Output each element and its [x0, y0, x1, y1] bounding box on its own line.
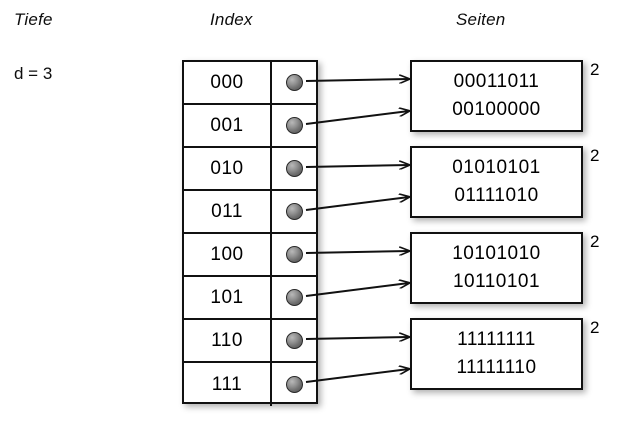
page-record: 10110101 — [452, 271, 541, 292]
index-pointer-cell[interactable] — [272, 62, 316, 103]
index-row[interactable]: 101 — [184, 277, 316, 320]
index-pointer-cell[interactable] — [272, 234, 316, 275]
pointer-dot-icon — [285, 160, 303, 177]
index-row[interactable]: 100 — [184, 234, 316, 277]
index-key-label: 010 — [184, 148, 272, 189]
page-local-depth: 2 — [590, 232, 600, 251]
index-pointer-cell[interactable] — [272, 320, 316, 361]
pointer-dot-icon — [285, 246, 303, 263]
pointer-dot-icon — [285, 289, 303, 306]
page-local-depth: 2 — [590, 60, 600, 79]
index-pointer-cell[interactable] — [272, 105, 316, 146]
pointer-arrow — [305, 337, 409, 339]
index-row[interactable]: 111 — [184, 363, 316, 406]
index-key-label: 101 — [184, 277, 272, 318]
data-page-box[interactable]: 00011011 00100000 — [410, 60, 583, 132]
page-local-depth: 2 — [590, 146, 600, 165]
data-page-box[interactable]: 10101010 10110101 — [410, 232, 583, 304]
pointer-arrow — [305, 369, 409, 383]
global-depth-label: d = 3 — [14, 64, 53, 83]
index-directory-table: 000 001 010 011 100 — [182, 60, 318, 406]
page-record: 00100000 — [452, 99, 541, 120]
index-key-label: 100 — [184, 234, 272, 275]
index-row[interactable]: 000 — [184, 62, 316, 105]
page-local-depth: 2 — [590, 318, 600, 337]
page-record: 11111110 — [456, 357, 537, 378]
pointer-arrow — [305, 197, 409, 211]
page-record: 10101010 — [452, 243, 541, 265]
index-row[interactable]: 010 — [184, 148, 316, 191]
index-row[interactable]: 011 — [184, 191, 316, 234]
data-page-box[interactable]: 01010101 01111010 — [410, 146, 583, 218]
index-row[interactable]: 001 — [184, 105, 316, 148]
index-key-label: 001 — [184, 105, 272, 146]
pointer-arrow — [305, 111, 409, 125]
data-page-box[interactable]: 11111111 11111110 — [410, 318, 583, 390]
pointer-arrow — [305, 165, 409, 167]
page-record: 01010101 — [452, 157, 541, 179]
index-pointer-cell[interactable] — [272, 363, 316, 406]
pointer-arrow — [305, 79, 409, 81]
index-key-label: 000 — [184, 62, 272, 103]
page-record: 11111111 — [457, 329, 536, 351]
index-key-label: 110 — [184, 320, 272, 361]
index-pointer-cell[interactable] — [272, 148, 316, 189]
index-key-label: 111 — [184, 363, 272, 406]
pointer-dot-icon — [285, 74, 303, 91]
index-pointer-cell[interactable] — [272, 277, 316, 318]
pointer-dot-icon — [285, 376, 303, 393]
index-key-label: 011 — [184, 191, 272, 232]
pointer-dot-icon — [285, 117, 303, 134]
column-heading-pages: Seiten — [456, 10, 506, 29]
page-record: 01111010 — [454, 185, 539, 206]
page-record: 00011011 — [453, 71, 540, 93]
index-row[interactable]: 110 — [184, 320, 316, 363]
pointer-dot-icon — [285, 203, 303, 220]
column-heading-index: Index — [210, 10, 253, 29]
column-heading-depth: Tiefe — [14, 10, 53, 29]
pointer-arrow — [305, 251, 409, 253]
index-pointer-cell[interactable] — [272, 191, 316, 232]
pointer-dot-icon — [285, 332, 303, 349]
pointer-arrow — [305, 283, 409, 297]
